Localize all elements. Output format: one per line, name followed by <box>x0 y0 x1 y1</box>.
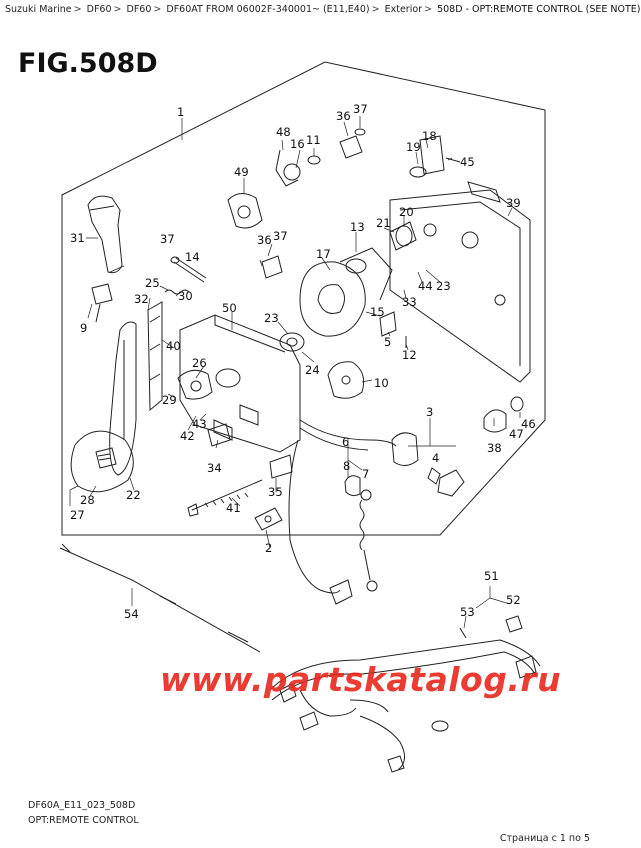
callout-22[interactable]: 22 <box>126 488 141 502</box>
breadcrumb: Suzuki Marine> DF60> DF60> DF60AT FROM 0… <box>5 3 641 16</box>
callout-36a[interactable]: 36 <box>336 109 351 123</box>
figure-code: DF60A_E11_023_508D <box>28 800 136 811</box>
callout-5[interactable]: 5 <box>384 335 391 349</box>
callout-15[interactable]: 15 <box>370 305 385 319</box>
callout-23b[interactable]: 23 <box>436 279 451 293</box>
bolt-part <box>191 479 263 511</box>
callout-20[interactable]: 20 <box>399 205 414 219</box>
callout-31[interactable]: 31 <box>70 231 85 245</box>
breadcrumb-item-4[interactable]: Exterior <box>384 4 423 15</box>
callout-16[interactable]: 16 <box>290 137 305 151</box>
callout-40[interactable]: 40 <box>166 339 181 353</box>
callout-26[interactable]: 26 <box>192 356 207 370</box>
callout-50[interactable]: 50 <box>222 301 237 315</box>
callout-44[interactable]: 44 <box>418 279 433 293</box>
breadcrumb-separator: > <box>153 4 162 15</box>
wire-harness-main-part <box>269 639 541 691</box>
callout-11[interactable]: 11 <box>306 133 321 147</box>
breadcrumb-separator: > <box>371 4 380 15</box>
callout-35[interactable]: 35 <box>268 485 283 499</box>
callout-27[interactable]: 27 <box>70 508 85 522</box>
callout-52[interactable]: 52 <box>506 593 521 607</box>
callout-42[interactable]: 42 <box>180 429 195 443</box>
callout-33[interactable]: 33 <box>402 295 417 309</box>
callout-47[interactable]: 47 <box>509 427 524 441</box>
callout-43[interactable]: 43 <box>192 417 207 431</box>
lever-arm-part <box>109 321 137 476</box>
assembly-outline <box>61 61 546 536</box>
gear-disc-part <box>299 261 366 337</box>
callout-54[interactable]: 54 <box>124 607 139 621</box>
callout-24[interactable]: 24 <box>305 363 320 377</box>
callout-10[interactable]: 10 <box>374 376 389 390</box>
buzzer-part <box>327 361 365 399</box>
cable-part <box>59 547 261 653</box>
callout-28[interactable]: 28 <box>80 493 95 507</box>
callout-38[interactable]: 38 <box>487 441 502 455</box>
callout-21[interactable]: 21 <box>376 216 391 230</box>
key-switch-part <box>391 432 419 466</box>
callout-45[interactable]: 45 <box>460 155 475 169</box>
callout-37c[interactable]: 37 <box>160 232 175 246</box>
bracket-part <box>147 301 163 412</box>
callout-37a[interactable]: 37 <box>353 102 368 116</box>
callout-3[interactable]: 3 <box>426 405 433 419</box>
figure-name: OPT:REMOTE CONTROL <box>28 815 139 826</box>
callout-14[interactable]: 14 <box>185 250 200 264</box>
figure-title: FIG.508D <box>18 48 158 79</box>
badge-part <box>95 447 117 469</box>
knob-part <box>483 409 507 433</box>
breadcrumb-separator: > <box>424 4 433 15</box>
lever-top-part <box>275 149 299 187</box>
callout-labels: 1 2 3 4 5 6 7 8 9 10 12 13 14 15 16 17 1… <box>70 102 536 621</box>
connector-part <box>91 283 113 305</box>
callout-8[interactable]: 8 <box>343 459 350 473</box>
breadcrumb-item-3[interactable]: DF60AT FROM 06002F-340001~ (E11,E40) <box>166 4 370 15</box>
callout-39[interactable]: 39 <box>506 196 521 210</box>
callout-30[interactable]: 30 <box>178 289 193 303</box>
callout-48[interactable]: 48 <box>276 125 291 139</box>
callout-12[interactable]: 12 <box>402 348 417 362</box>
breadcrumb-item-2[interactable]: DF60 <box>126 4 152 15</box>
callout-1[interactable]: 1 <box>177 105 184 119</box>
breadcrumb-current: 508D - OPT:REMOTE CONTROL (SEE NOTE) <box>437 4 641 15</box>
callout-17[interactable]: 17 <box>316 247 331 261</box>
clamp-part <box>227 193 263 229</box>
breadcrumb-separator: > <box>73 4 82 15</box>
callout-29[interactable]: 29 <box>162 393 177 407</box>
watermark-text: www.partskatalog.ru <box>160 660 562 699</box>
housing-part <box>179 314 301 453</box>
breadcrumb-item-0[interactable]: Suzuki Marine <box>5 4 72 15</box>
callout-6[interactable]: 6 <box>342 435 349 449</box>
handle-grip-part <box>87 195 123 274</box>
callout-23a[interactable]: 23 <box>264 311 279 325</box>
callout-37b[interactable]: 37 <box>273 229 288 243</box>
callout-7[interactable]: 7 <box>362 467 369 481</box>
spring-part <box>164 289 190 295</box>
wire-harness-part <box>299 419 397 447</box>
breadcrumb-separator: > <box>113 4 122 15</box>
cam-gear-part <box>177 369 213 400</box>
callout-25[interactable]: 25 <box>145 276 160 290</box>
callout-36b[interactable]: 36 <box>257 233 272 247</box>
callout-2[interactable]: 2 <box>265 541 272 555</box>
callout-32[interactable]: 32 <box>134 292 149 306</box>
callout-19[interactable]: 19 <box>406 140 421 154</box>
callout-46[interactable]: 46 <box>521 417 536 431</box>
plate-part <box>254 507 283 531</box>
callout-4[interactable]: 4 <box>432 451 439 465</box>
side-cover-part <box>389 189 531 383</box>
callout-49[interactable]: 49 <box>234 165 249 179</box>
callout-18[interactable]: 18 <box>422 129 437 143</box>
breadcrumb-item-1[interactable]: DF60 <box>86 4 112 15</box>
cover-shroud-part <box>70 430 134 493</box>
callout-53[interactable]: 53 <box>460 605 475 619</box>
parts-diagram: 1 2 3 4 5 6 7 8 9 10 12 13 14 15 16 17 1… <box>59 61 546 773</box>
callout-41[interactable]: 41 <box>226 501 241 515</box>
callout-9[interactable]: 9 <box>80 321 87 335</box>
callout-13[interactable]: 13 <box>350 220 365 234</box>
callout-34[interactable]: 34 <box>207 461 222 475</box>
pagination-info: Страница с 1 по 5 <box>499 833 590 844</box>
callout-51[interactable]: 51 <box>484 569 499 583</box>
